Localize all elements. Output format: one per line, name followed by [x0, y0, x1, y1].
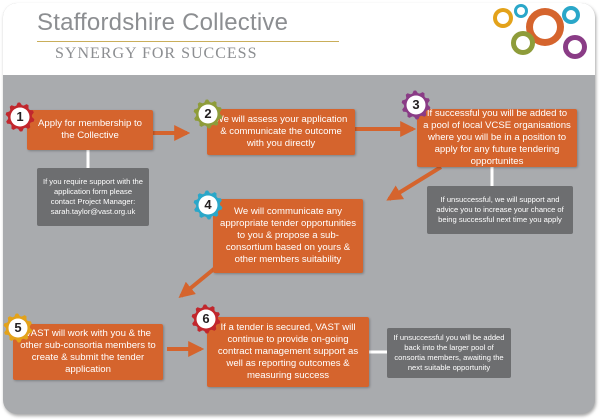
unsuccessful-tender-note-box: If unsuccessful you will be added back i… — [387, 328, 511, 378]
gear-badge-icon — [401, 90, 431, 120]
gear-icon — [511, 31, 535, 55]
gear-centre — [198, 195, 218, 215]
gear-icon — [563, 35, 587, 59]
arrow-3-to-4 — [386, 165, 443, 201]
step-6-badge: 6 — [191, 304, 221, 334]
step-3-text: If successful you will be added to a poo… — [423, 108, 571, 167]
gears-logo-icon — [493, 4, 587, 59]
step-1-badge: 1 — [5, 102, 35, 132]
step-1-box: Apply for membership to the Collective — [27, 110, 153, 150]
gear-badge-icon — [3, 313, 33, 343]
step-3-badge: 3 — [401, 90, 431, 120]
step-2-number: 2 — [204, 106, 212, 121]
gear-icon — [526, 8, 564, 46]
step-6-box: If a tender is secured, VAST will contin… — [207, 317, 369, 387]
header-divider — [37, 41, 339, 42]
arrows-layer — [86, 121, 494, 357]
unsuccessful-apply-note-text: If unsuccessful, we will support and adv… — [436, 195, 564, 224]
step-2-text: We will assess your application & commun… — [214, 114, 348, 149]
step-3-box: If successful you will be added to a poo… — [417, 108, 577, 167]
gear-icon — [562, 6, 580, 24]
step-5-number: 5 — [14, 320, 22, 335]
gear-centre — [10, 107, 30, 127]
unsuccessful-apply-note-box: If unsuccessful, we will support and adv… — [427, 186, 573, 234]
gear-badge-icon — [5, 102, 35, 132]
flow-diagram-card: Staffordshire Collective SYNERGY FOR SUC… — [3, 3, 595, 414]
header: Staffordshire Collective SYNERGY FOR SUC… — [3, 3, 595, 75]
unsuccessful-tender-note-text: If unsuccessful you will be added back i… — [393, 333, 505, 372]
step-6-text: If a tender is secured, VAST will contin… — [217, 322, 359, 381]
step-5-badge: 5 — [3, 313, 33, 343]
gear-centre — [196, 309, 216, 329]
gear-centre — [8, 318, 28, 338]
step-4-number: 4 — [204, 197, 212, 212]
step-1-number: 1 — [16, 109, 24, 124]
step-4-badge: 4 — [193, 190, 223, 220]
step-2-badge: 2 — [193, 99, 223, 129]
org-name: Staffordshire Collective — [37, 9, 289, 36]
step-1-text: Apply for membership to the Collective — [38, 118, 142, 141]
support-note-box: If you require support with the applicat… — [37, 168, 149, 226]
step-2-box: We will assess your application & commun… — [207, 109, 355, 155]
step-5-box: VAST will work with you & the other sub-… — [13, 324, 163, 380]
step-4-text: We will communicate any appropriate tend… — [219, 206, 356, 265]
gear-badge-icon — [191, 304, 221, 334]
step-6-number: 6 — [202, 311, 210, 326]
step-3-number: 3 — [412, 97, 420, 112]
gear-centre — [406, 95, 426, 115]
tagline: SYNERGY FOR SUCCESS — [55, 45, 258, 62]
gear-badge-icon — [193, 190, 223, 220]
gear-icon — [493, 8, 513, 28]
gear-centre — [198, 104, 218, 124]
gear-icon — [514, 4, 528, 18]
step-5-text: VAST will work with you & the other sub-… — [20, 328, 156, 375]
gear-badge-icon — [193, 99, 223, 129]
support-note-text: If you require support with the applicat… — [42, 177, 144, 216]
step-4-box: We will communicate any appropriate tend… — [213, 199, 363, 273]
